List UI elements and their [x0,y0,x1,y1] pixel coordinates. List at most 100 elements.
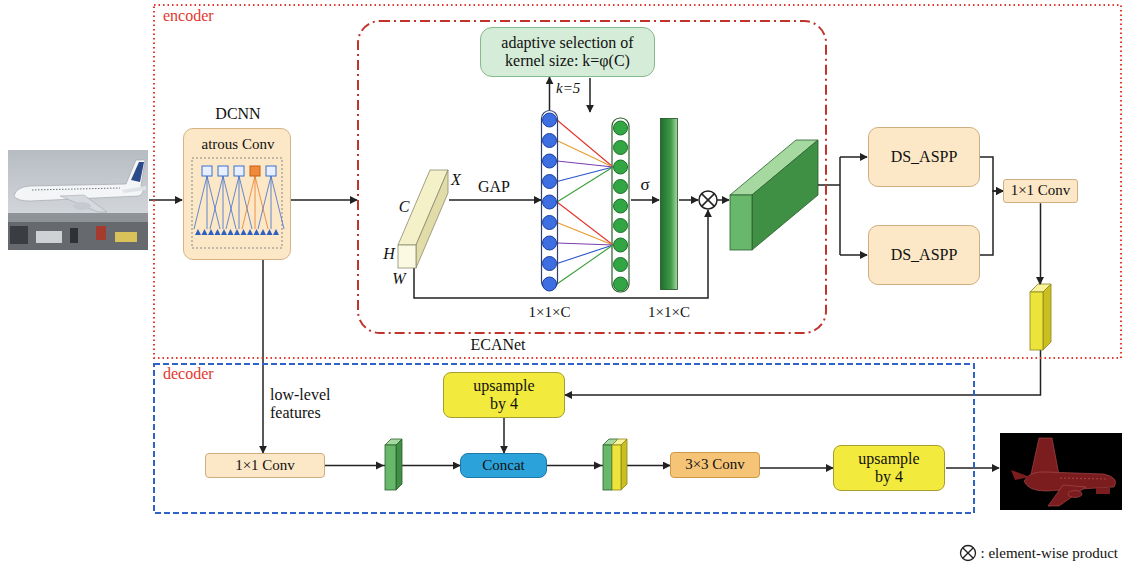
shape-label: 1×1×C [529,304,571,321]
multiply-symbol [702,194,715,207]
conv1d-links [557,245,613,264]
green-neuron-column [614,121,628,135]
green-neuron-column [614,219,628,233]
green-neuron-column [614,258,628,272]
tensor-arrowhead [376,462,602,470]
process-box: adaptive selection of kernel size: k=φ(C… [480,27,655,77]
region-label: ECANet [470,336,525,354]
box-label: 1×1 Conv [235,457,295,474]
weight-bar: 1×1×C [660,118,678,290]
region-outline [358,21,826,333]
aspp-output-tensor [1043,284,1051,350]
green-neuron-column [614,238,628,252]
symbol-label: k=5 [556,80,580,97]
concat-tensor [612,445,621,490]
multiply-symbol [699,191,717,209]
input-photo [36,231,62,243]
network-sketch [260,229,266,235]
shape-label: H [383,245,395,263]
region-outline [154,5,1121,358]
conv1d-links [557,243,613,245]
network-sketch [226,176,239,229]
process-box: 1×1 Conv [205,453,325,478]
kernel-arrow [589,78,591,112]
green-neuron-column [612,118,629,292]
pooled-vector [543,113,557,127]
decoder-region: decoderupsample by 41×1 ConvConcat3×3 Co… [153,363,975,514]
concat-tensor [603,439,627,490]
process-box: DS_ASPP [868,127,980,187]
process-box: 1×1 Conv [1003,179,1078,203]
multiply-symbol [702,194,715,207]
network-sketch [254,176,255,229]
network-sketch [266,229,272,235]
aspp-output-tensor [1030,292,1043,350]
symbol-label: σ [640,175,649,195]
network-sketch [234,166,244,176]
pooled-vector [541,110,558,290]
network-sketch [270,176,271,229]
split-lines [818,184,840,186]
green-neuron-column [614,199,628,213]
encoder-region: encoderDCNNatrous ConvECANet adaptive sel… [153,4,1122,359]
low-level-tensor [385,445,396,490]
network-sketch [194,176,207,229]
legend-text: : element-wise product [981,545,1118,562]
tensor-arrowhead [376,462,384,470]
network-sketch [239,176,252,229]
vector-column: 1×1×C [541,110,558,290]
input-photo [115,232,137,242]
connector-arrow [760,467,833,469]
tensor-arrowhead [1036,277,1044,285]
connector-arrow [549,77,551,110]
pooled-vector [543,154,557,168]
process-box: upsample by 4 [443,372,565,418]
input-photo [32,188,120,190]
pooled-vector [543,175,557,189]
sigmoid-arrow [631,199,659,201]
region-label: encoder [163,7,214,25]
concat-tensor [621,439,627,490]
low-level-tensor [396,439,402,490]
input-photo [70,228,78,243]
network-sketch [253,229,259,235]
input-photo [131,162,144,182]
legend-swatch [960,546,975,561]
edge-label: GAP [478,178,510,196]
output-mask [1068,491,1082,498]
box-label: upsample by 4 [467,377,542,414]
concat-tensor [603,445,612,490]
backbone-box: DCNNatrous Conv [183,128,291,260]
green-neuron-column [614,180,628,194]
conv1d-links [557,141,613,168]
output-mask [1048,485,1086,506]
network-sketch [192,158,282,248]
conv1d-links [557,161,613,167]
flow-arrow [149,199,182,201]
attention-weights [660,118,678,290]
split-lines [840,254,867,256]
network-sketch [271,176,284,229]
connector-arrow [262,260,264,453]
conv1d-links [557,120,613,284]
region-label: decoder [163,365,214,383]
low-level-tensor [385,439,402,490]
output-mask [1096,488,1110,494]
flow-arrow [946,468,999,469]
sigmoid-arrow [631,200,659,201]
weighted-tensor [730,140,818,250]
network-sketch [210,176,223,229]
skip-line [414,210,708,298]
conv1d-links [557,167,613,182]
process-box: Concat [460,453,547,478]
pooled-vector [543,277,557,291]
input-photo [8,213,148,223]
process-box: upsample by 4 [833,445,945,491]
network-sketch [206,176,207,229]
network-sketch [255,176,268,229]
attention-weights [661,119,678,290]
network-sketch [234,229,240,235]
